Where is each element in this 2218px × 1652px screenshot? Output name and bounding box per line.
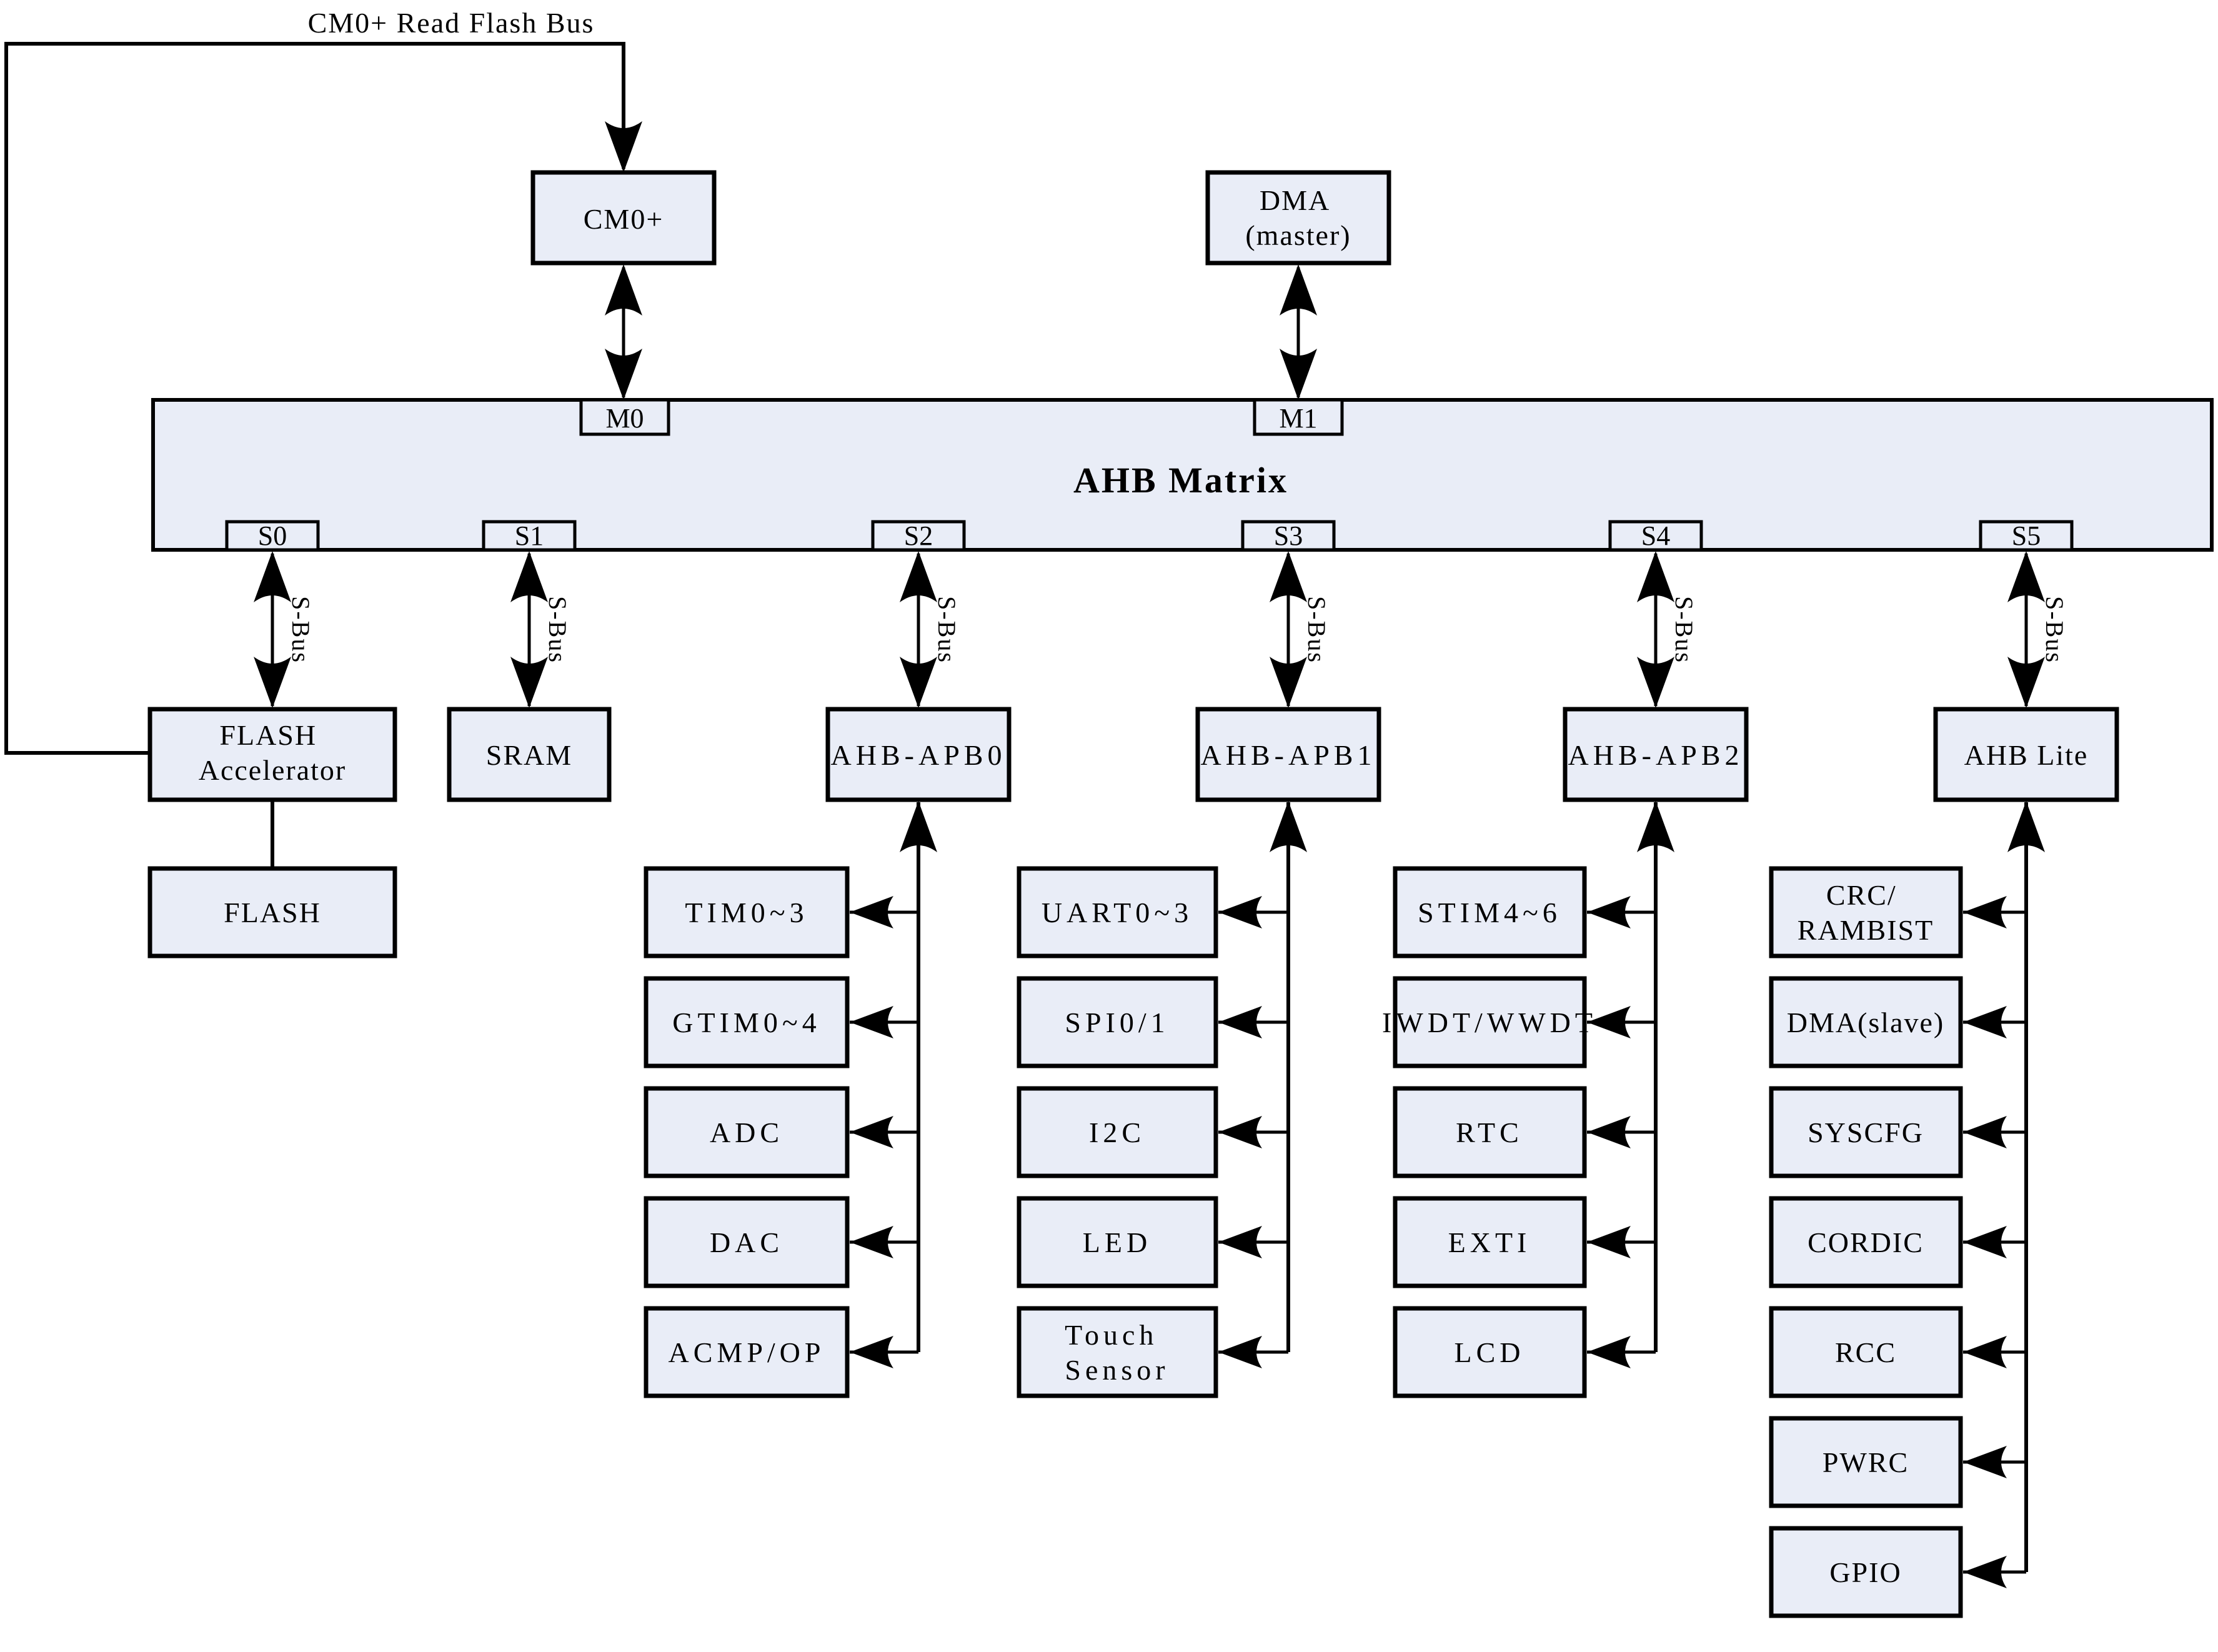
- ahb-apb0-label: AHB-APB0: [831, 739, 1007, 771]
- box-crc-rambist: [1769, 866, 1963, 958]
- sbus-label: S-Bus: [544, 596, 572, 664]
- label-uart0-3: UART0~3: [1042, 897, 1193, 928]
- flash-label: FLASH: [224, 897, 321, 928]
- port-tab-m1: [1253, 398, 1344, 436]
- sbus-label: S-Bus: [287, 596, 315, 664]
- box-dac: [644, 1196, 850, 1288]
- sbus-label: S-Bus: [933, 596, 961, 664]
- label-gpio: GPIO: [1829, 1556, 1901, 1588]
- sbus-label: S-Bus: [1670, 596, 1698, 664]
- box-gtim0-4: [644, 976, 850, 1068]
- cm0-box: [530, 170, 717, 266]
- box-pwrc: [1769, 1416, 1963, 1508]
- port-label-s1: S1: [515, 520, 544, 551]
- label-pwrc: PWRC: [1823, 1446, 1909, 1478]
- label-exti: EXTI: [1448, 1227, 1531, 1258]
- box-exti: [1393, 1196, 1587, 1288]
- port-label-s3: S3: [1274, 520, 1303, 551]
- flash-accelerator-label: FLASH Accelerator: [199, 719, 347, 786]
- box-dma-slave: [1769, 976, 1963, 1068]
- box-touch-sensor: [1017, 1306, 1218, 1398]
- box-cordic: [1769, 1196, 1963, 1288]
- port-tab-s3: [1241, 520, 1336, 552]
- label-touch-sensor: Touch Sensor: [1065, 1319, 1170, 1386]
- sbus-label: S-Bus: [2041, 596, 2069, 664]
- label-tim0-3: TIM0~3: [685, 897, 808, 928]
- box-gpio: [1769, 1526, 1963, 1618]
- ahb-lite-box: [1933, 707, 2119, 802]
- cm0-label: CM0+: [584, 203, 664, 235]
- ahb-lite-label: AHB Lite: [1964, 739, 2089, 771]
- ahb-apb1-box: [1195, 707, 1381, 802]
- label-rtc: RTC: [1456, 1117, 1523, 1148]
- box-rcc: [1769, 1306, 1963, 1398]
- port-tab-s2: [871, 520, 966, 552]
- port-label-m1: M1: [1279, 403, 1317, 434]
- port-tab-s1: [482, 520, 577, 552]
- label-syscfg: SYSCFG: [1808, 1117, 1924, 1148]
- dma-master-box: [1205, 170, 1391, 266]
- label-dma-slave: DMA(slave): [1787, 1007, 1945, 1038]
- ahb-apb2-label: AHB-APB2: [1568, 739, 1744, 771]
- sram-label: SRAM: [486, 739, 572, 771]
- box-syscfg: [1769, 1086, 1963, 1178]
- label-crc-rambist: CRC/ RAMBIST: [1798, 879, 1934, 946]
- sram-box: [447, 707, 612, 802]
- cm0-read-flash-bus-label: CM0+ Read Flash Bus: [308, 7, 595, 39]
- cm0-read-flash-bus-line: [4, 42, 625, 755]
- box-lcd: [1393, 1306, 1587, 1398]
- label-i2c: I2C: [1089, 1117, 1145, 1148]
- dma-master-label: DMA (master): [1245, 184, 1351, 251]
- box-stim4-6: [1393, 866, 1587, 958]
- box-tim0-3: [644, 866, 850, 958]
- port-label-s5: S5: [2012, 520, 2041, 551]
- ahb-apb0-box: [825, 707, 1012, 802]
- box-led: [1017, 1196, 1218, 1288]
- box-acmp-op: [644, 1306, 850, 1398]
- label-acmp-op: ACMP/OP: [669, 1336, 825, 1368]
- port-tab-s0: [225, 520, 320, 552]
- label-iwdt-wwdt: IWDT/WWDT: [1382, 1007, 1597, 1038]
- label-cordic: CORDIC: [1808, 1227, 1924, 1258]
- port-label-s2: S2: [904, 520, 933, 551]
- flash-box: [147, 866, 397, 958]
- ahb-matrix-bar: [151, 398, 2214, 552]
- label-rcc: RCC: [1835, 1336, 1896, 1368]
- box-adc: [644, 1086, 850, 1178]
- label-dac: DAC: [710, 1227, 783, 1258]
- label-adc: ADC: [710, 1117, 783, 1148]
- flash-accelerator-box: [147, 707, 397, 802]
- label-led: LED: [1083, 1227, 1151, 1258]
- box-rtc: [1393, 1086, 1587, 1178]
- port-label-m0: M0: [605, 403, 644, 434]
- label-stim4-6: STIM4~6: [1418, 897, 1561, 928]
- port-tab-s4: [1608, 520, 1703, 552]
- ahb-apb2-box: [1563, 707, 1749, 802]
- label-spi0-1: SPI0/1: [1065, 1007, 1169, 1038]
- ahb-apb1-label: AHB-APB1: [1201, 739, 1376, 771]
- box-iwdt-wwdt: [1393, 976, 1587, 1068]
- port-tab-s5: [1979, 520, 2074, 552]
- box-spi0-1: [1017, 976, 1218, 1068]
- port-label-s0: S0: [258, 520, 287, 551]
- sbus-label: S-Bus: [1303, 596, 1331, 664]
- label-gtim0-4: GTIM0~4: [672, 1007, 820, 1038]
- ahb-matrix-title: AHB Matrix: [1073, 460, 1288, 500]
- label-lcd: LCD: [1455, 1336, 1525, 1368]
- port-label-s4: S4: [1641, 520, 1670, 551]
- box-uart0-3: [1017, 866, 1218, 958]
- port-tab-m0: [579, 398, 670, 436]
- box-i2c: [1017, 1086, 1218, 1178]
